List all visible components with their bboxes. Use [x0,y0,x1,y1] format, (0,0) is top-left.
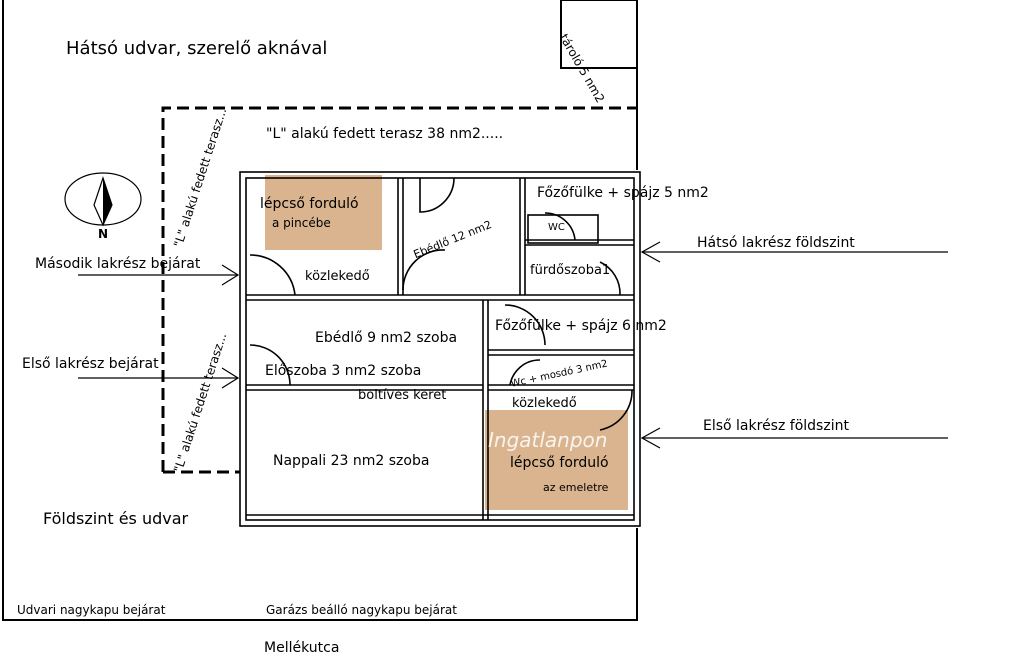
door-swing [504,304,546,346]
door-swing [509,359,541,386]
label-yard-gate: Udvari nagykapu bejárat [17,603,166,617]
room-kitchen-upper: Főzőfülke + spájz 5 nm2 [537,185,709,201]
plot-boundary [2,0,638,621]
room-bathroom: fürdőszoba1 [530,263,611,278]
room-corridor-lower: közlekedő [512,396,577,411]
terrace-top-label: "L" alakú fedett terasz 38 nm2..... [266,126,504,142]
compass-icon [64,172,142,227]
door-swing [599,389,633,431]
room-wc-upper: WC [548,222,565,233]
door-swing [544,212,576,241]
label-ground-yard: Földszint és udvar [43,509,189,528]
stair-upper-area [265,175,382,250]
stair-lower-area [485,410,628,510]
room-stair-lower: lépcső forduló [510,455,609,471]
label-front-ground: Első lakrész földszint [703,418,849,434]
plan-title: Hátsó udvar, szerelő aknával [66,38,328,59]
label-side-street: Mellékutca [264,640,340,656]
label-second-entrance: Második lakrész bejárat [35,256,201,272]
door-swing [419,177,455,213]
door-swing [249,254,296,296]
label-garage-gate: Garázs beálló nagykapu bejárat [266,603,457,617]
door-swing [402,249,446,291]
building-inner-wall [245,177,635,521]
building-outer-wall [239,171,641,527]
door-swing [249,344,291,386]
room-hall: Előszoba 3 nm2 szoba [265,363,422,379]
room-corridor-upper: közlekedő [305,269,370,284]
door-swing [599,261,621,296]
room-stair-upper-sub: a pincébe [272,216,331,230]
storage-shed [560,0,638,69]
compass-north-label: N [98,227,109,241]
room-living: Nappali 23 nm2 szoba [273,453,430,469]
room-stair-lower-sub: az emeletre [543,481,609,494]
label-rear-ground: Hátsó lakrész földszint [697,235,855,251]
room-dining-lower: Ebédlő 9 nm2 szoba [315,330,458,346]
room-stair-upper: lépcső forduló [260,196,359,212]
terrace-outline [161,106,637,472]
room-arch: boltíves keret [358,388,447,403]
wc-box [527,214,599,244]
room-kitchen-lower: Főzőfülke + spájz 6 nm2 [495,318,667,334]
label-first-entrance: Első lakrész bejárat [22,356,159,372]
watermark: Ingatlanpon [488,428,608,452]
